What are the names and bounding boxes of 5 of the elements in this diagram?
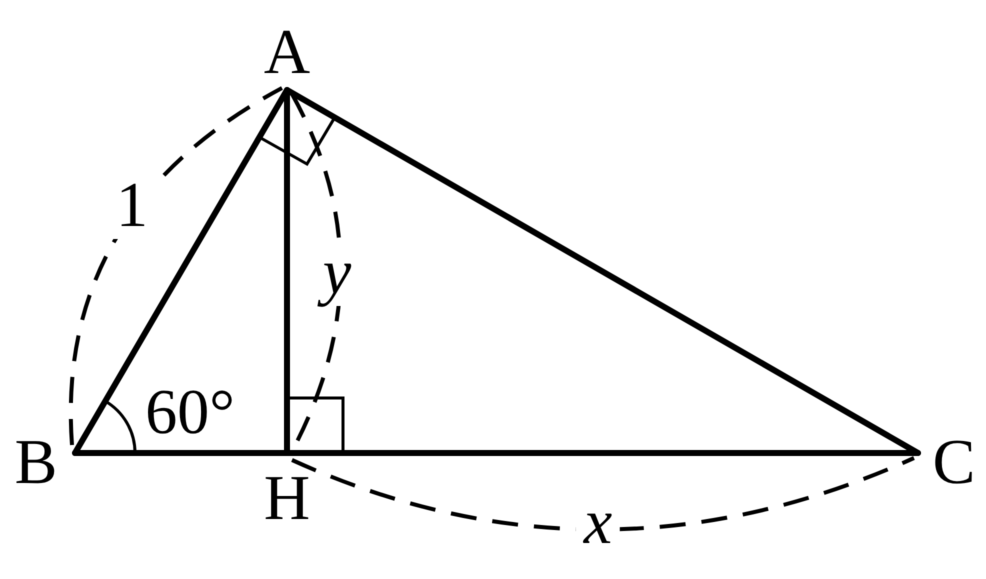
vertex-label: C — [932, 430, 976, 494]
vertex-label: H — [264, 466, 310, 530]
vertex-label: B — [14, 430, 58, 494]
vertex-label: A — [264, 20, 310, 84]
triangle-side — [284, 87, 921, 456]
